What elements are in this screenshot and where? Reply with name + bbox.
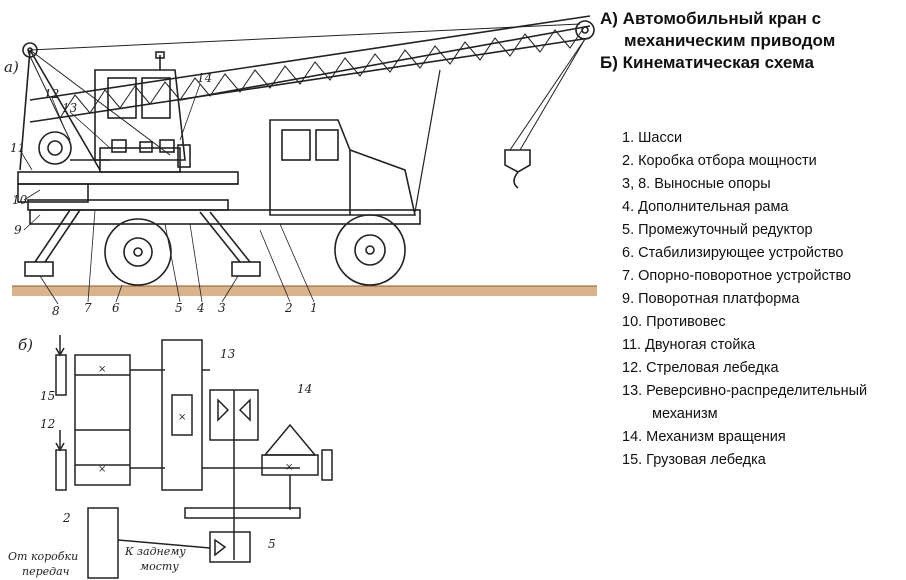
title-block: А) Автомобильный кран с механическим при…	[600, 8, 900, 74]
legend-item: 1.Шасси	[622, 130, 683, 146]
callout-a-3: 3	[218, 301, 226, 315]
panel-label-b: б)	[18, 336, 33, 354]
callout-a-11: 11	[10, 141, 25, 155]
svg-text:×: ×	[98, 464, 106, 475]
legend-item: 7.Опорно-поворотное устройство	[622, 268, 852, 284]
ground	[12, 286, 597, 296]
intermediate-reducer	[209, 531, 251, 563]
callout-a-4: 4	[196, 301, 205, 315]
legend-item: 9.Поворотная платформа	[622, 291, 800, 307]
turntable-bearing	[184, 507, 301, 519]
legend-item: 10.Противовес	[622, 314, 726, 330]
callout-a-8: 8	[52, 304, 60, 318]
legend-item: 13.Реверсивно-распределительный	[622, 383, 868, 399]
callout-a-14: 14	[197, 71, 212, 85]
outriggers	[24, 209, 261, 277]
central-gearbox: ×	[161, 339, 300, 491]
legend-item: 6.Стабилизирующее устройство	[622, 245, 844, 261]
callout-b-12: 12	[40, 417, 55, 431]
legend-item-continuation: механизм	[652, 406, 718, 422]
callout-a-6: 6	[112, 301, 120, 315]
callout-b-14: 14	[297, 382, 312, 396]
truck-chassis-frame	[29, 209, 421, 225]
power-takeoff	[87, 507, 211, 579]
callout-a-13: 13	[62, 101, 78, 115]
title-line-2: механическим приводом	[624, 31, 836, 50]
kinematic-scheme: б) × × ×	[8, 335, 333, 579]
callout-b-13: 13	[220, 347, 236, 361]
rotating-platform	[17, 171, 239, 211]
slewing-mechanism: ×	[261, 423, 333, 510]
parts-legend: 1.Шасси 2.Коробка отбора мощности 3, 8.В…	[622, 127, 906, 472]
label-from-gearbox-1: От коробки	[8, 550, 78, 563]
legend-item: 5.Промежуточный редуктор	[622, 222, 813, 238]
callout-b-2: 2	[62, 511, 71, 525]
callout-a-1: 1	[310, 301, 318, 315]
legend-item: 11.Двуногая стойка	[622, 337, 756, 353]
callout-b-5: 5	[268, 537, 276, 551]
crane-cabin	[94, 51, 186, 161]
legend-item: 14.Механизм вращения	[622, 429, 786, 445]
callout-b-15: 15	[40, 389, 55, 403]
input-arrows	[55, 335, 65, 452]
callout-a-5: 5	[175, 301, 183, 315]
title-line-3: Б) Кинематическая схема	[600, 53, 814, 72]
panel-label-a: а)	[4, 58, 19, 76]
callout-a-7: 7	[84, 301, 92, 315]
callout-a-12: 12	[44, 87, 59, 101]
crane-callouts: 12 13 14 11 10 9 8 7 6 5 4 3 2 1	[10, 71, 318, 318]
reversing-mechanism	[209, 389, 259, 468]
label-from-gearbox-2: передач	[22, 565, 70, 578]
legend-item: 2.Коробка отбора мощности	[622, 153, 817, 169]
truck-cab	[269, 119, 416, 216]
legend-item: 4.Дополнительная рама	[622, 199, 789, 215]
a-frame-mast	[19, 42, 171, 171]
crane-boom	[27, 15, 595, 189]
svg-text:×: ×	[285, 462, 293, 473]
winch-mechanism	[38, 131, 191, 173]
svg-text:×: ×	[178, 412, 186, 423]
legend-item: 15.Грузовая лебедка	[622, 452, 766, 468]
callout-a-9: 9	[14, 223, 22, 237]
legend-item: 12.Стреловая лебедка	[622, 360, 779, 376]
svg-text:×: ×	[98, 364, 106, 375]
label-to-rear-axle-2: мосту	[140, 560, 179, 573]
legend-item: 3, 8.Выносные опоры	[622, 176, 771, 192]
crane-drawing: а)	[4, 15, 597, 318]
winch-drums: × ×	[55, 354, 165, 491]
title-line-1: А) Автомобильный кран с	[600, 9, 822, 28]
callout-a-2: 2	[284, 301, 293, 315]
label-to-rear-axle-1: К заднему	[124, 545, 186, 558]
callout-a-10: 10	[12, 193, 28, 207]
wheels	[104, 214, 406, 286]
